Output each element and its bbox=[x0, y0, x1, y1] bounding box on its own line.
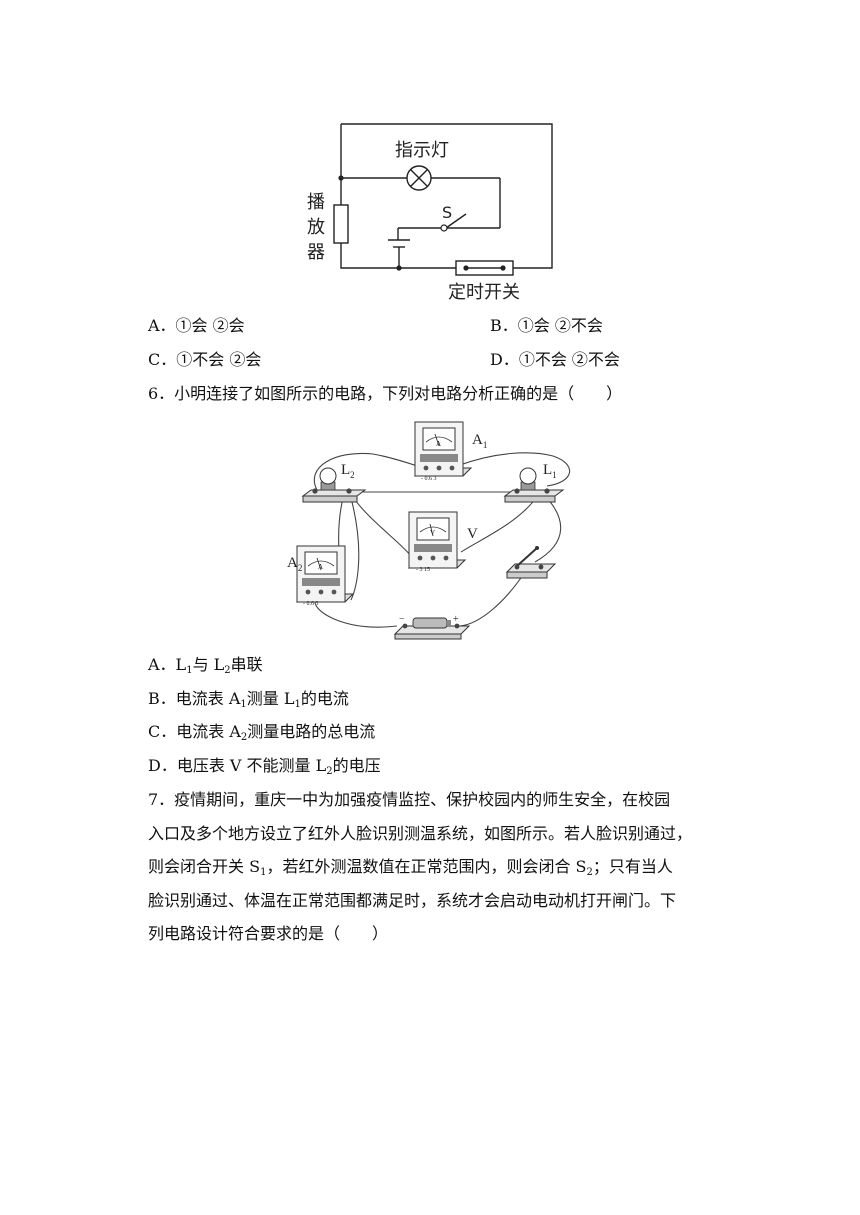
circuit-figure-2: A - 0.6 3 A1 L2 L1 V - 3 15 V bbox=[287, 421, 571, 640]
player-resistor-icon bbox=[333, 204, 349, 244]
label-l1: L1 bbox=[543, 462, 557, 480]
battery-plus: + bbox=[453, 614, 459, 625]
label-v: V bbox=[467, 526, 478, 542]
q7-line-5: 列电路设计符合要求的是（ ） bbox=[148, 924, 389, 943]
battery-minus: − bbox=[399, 614, 405, 625]
circuit-figure-1: 指示灯 S 播 放 器 定时开关 bbox=[307, 123, 553, 303]
player-label-3: 器 bbox=[307, 242, 325, 263]
voltmeter-v-icon bbox=[407, 511, 467, 569]
switch-label: S bbox=[442, 203, 452, 222]
bulb-l2-icon bbox=[301, 467, 367, 503]
player-label-2: 放 bbox=[307, 217, 325, 238]
label-a2: A2 bbox=[287, 555, 302, 573]
player-label-1: 播 bbox=[307, 192, 325, 213]
q7-line-2: 入口及多个地方设立了红外人脸识别测温系统，如图所示。若人脸识别通过， bbox=[148, 824, 693, 843]
q6-option-b: B．电流表 A1测量 L1的电流 bbox=[148, 689, 349, 710]
lamp-label: 指示灯 bbox=[395, 140, 449, 161]
q6-option-a: A．L1与 L2串联 bbox=[148, 655, 263, 676]
q5-option-d: D．①不会 ②不会 bbox=[490, 350, 620, 369]
ammeter-a2-face: A bbox=[318, 563, 323, 571]
ammeter-a2-terminals: - 0.6 3 bbox=[303, 601, 319, 607]
timer-switch-icon bbox=[455, 260, 514, 276]
battery-icon bbox=[393, 617, 471, 640]
q5-option-a: A．①会 ②会 bbox=[148, 316, 245, 335]
q6-option-c: C．电流表 A2测量电路的总电流 bbox=[148, 722, 376, 743]
ammeter-a1-face: A bbox=[436, 440, 441, 448]
q6-option-d: D．电压表 V 不能测量 L2的电压 bbox=[148, 756, 381, 777]
q7-line-1: 7．疫情期间，重庆一中为加强疫情监控、保护校园内的师生安全，在校园 bbox=[148, 790, 671, 809]
ammeter-a1-icon bbox=[413, 421, 473, 477]
timer-label: 定时开关 bbox=[448, 282, 520, 303]
bulb-l1-icon bbox=[503, 467, 565, 503]
ammeter-a1-terminals: - 0.6 3 bbox=[421, 476, 437, 482]
q5-option-b: B．①会 ②不会 bbox=[490, 316, 603, 335]
indicator-lamp-icon bbox=[406, 165, 432, 191]
voltmeter-terminals: - 3 15 bbox=[416, 567, 430, 573]
knife-switch-icon bbox=[505, 546, 557, 579]
label-l2: L2 bbox=[341, 462, 355, 480]
q6-stem: 6．小明连接了如图所示的电路，下列对电路分析正确的是（ ） bbox=[148, 384, 623, 403]
q7-line-4: 脸识别通过、体温在正常范围都满足时，系统才会启动电动机打开闸门。下 bbox=[148, 891, 677, 910]
ammeter-a2-icon bbox=[295, 545, 355, 603]
q5-option-c: C．①不会 ②会 bbox=[148, 350, 262, 369]
q7-line-3: 则会闭合开关 S1，若红外测温数值在正常范围内，则会闭合 S2；只有当人 bbox=[148, 857, 673, 878]
voltmeter-face: V bbox=[430, 529, 435, 537]
label-a1: A1 bbox=[472, 432, 487, 450]
